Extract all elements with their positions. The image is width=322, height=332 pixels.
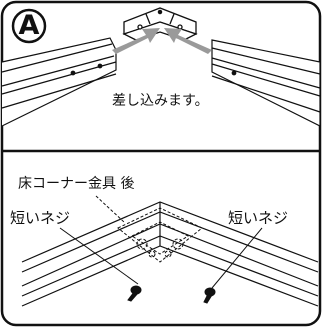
- screw-label-right: 短いネジ: [228, 209, 289, 227]
- rail-left: [1, 37, 117, 127]
- step-caption: 差し込みます。: [112, 93, 209, 109]
- bracket-label: 床コーナー金具 後: [18, 176, 135, 192]
- screw-icon: [127, 285, 142, 302]
- circled-letter-icon: [11, 8, 47, 44]
- screw-label-left: 短いネジ: [10, 209, 71, 227]
- frame-corner: [21, 201, 319, 307]
- rail-right: [211, 39, 321, 127]
- screw-icon-right: [203, 287, 216, 304]
- badge-letter: A: [18, 10, 40, 41]
- leader-lines: [59, 227, 263, 289]
- bracket-hidden-outline: [95, 195, 203, 263]
- insert-arrow-icon: [112, 28, 212, 54]
